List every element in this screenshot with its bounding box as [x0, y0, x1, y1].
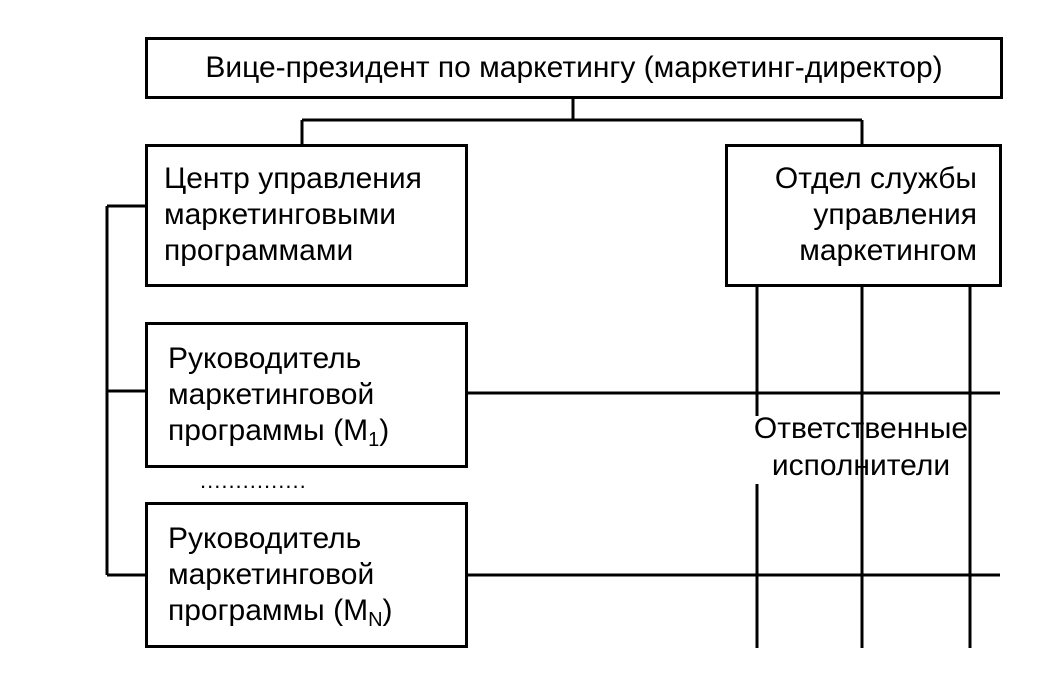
m1-line-1: Руководитель	[168, 342, 362, 375]
program-manager-mn-box: Руководитель маркетинговой программы (MN…	[145, 502, 468, 648]
program-center-line-2: маркетинговыми	[164, 198, 397, 231]
mn-line-1: Руководитель	[168, 522, 362, 555]
m1-line-3-text: программы (M	[168, 414, 369, 447]
program-center-line-1: Центр управления	[164, 162, 422, 195]
mn-line-3-text: программы (M	[168, 594, 369, 627]
m1-line-3: программы (M1)	[168, 413, 465, 452]
m1-line-2: маркетинговой	[168, 378, 375, 411]
dept-line-3: маркетингом	[799, 234, 977, 267]
responsible-executors-label: Ответственные исполнители	[716, 410, 1006, 484]
dept-line-2: управления	[813, 198, 977, 231]
mn-subscript: N	[368, 609, 383, 631]
vice-president-box: Вице-президент по маркетингу (маркетинг-…	[145, 37, 1003, 99]
program-manager-m1-box: Руководитель маркетинговой программы (M1…	[145, 322, 468, 468]
dept-line-1: Отдел службы	[774, 162, 977, 195]
mn-line-2: маркетинговой	[168, 558, 375, 591]
executors-line-1: Ответственные	[753, 412, 969, 445]
mn-suffix: )	[382, 594, 393, 627]
program-center-box: Центр управления маркетинговыми программ…	[145, 144, 468, 287]
program-center-line-3: программами	[164, 234, 354, 267]
executors-line-2: исполнители	[771, 449, 951, 482]
vice-president-label: Вице-президент по маркетингу (маркетинг-…	[205, 51, 943, 84]
m1-suffix: )	[379, 414, 390, 447]
m1-subscript: 1	[368, 429, 380, 451]
ellipsis-dots: ...............	[200, 468, 307, 493]
mn-line-3: программы (MN)	[168, 593, 465, 632]
marketing-service-dept-box: Отдел службы управления маркетингом	[725, 144, 1002, 287]
